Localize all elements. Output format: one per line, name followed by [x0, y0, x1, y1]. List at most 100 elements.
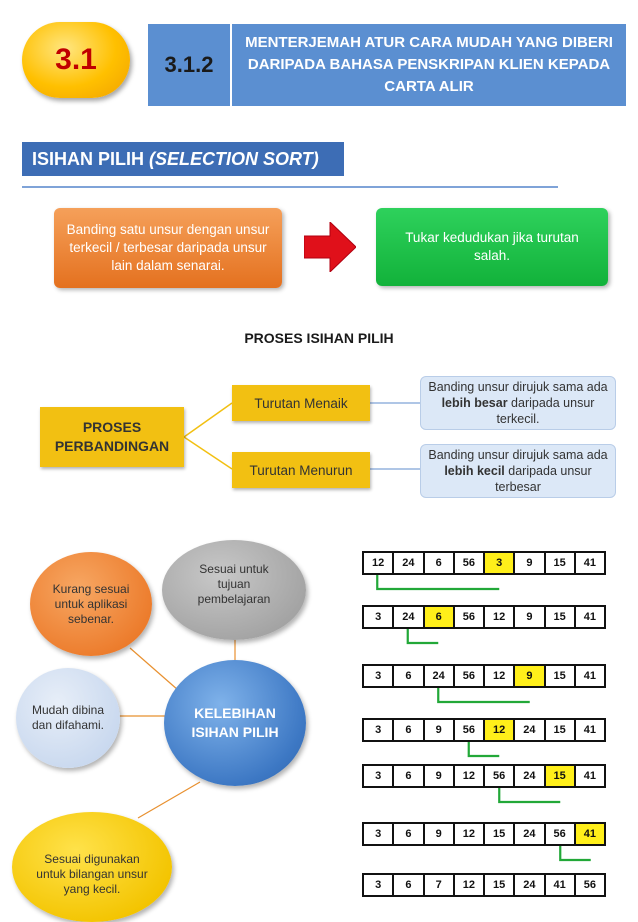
array-cell: 56	[455, 607, 485, 627]
array-cell: 12	[485, 720, 516, 740]
array-cell: 6	[424, 607, 455, 627]
section-heading-italic: (SELECTION SORT)	[149, 148, 319, 169]
array-cell: 24	[515, 766, 546, 786]
array-cell: 56	[455, 553, 485, 573]
advantage-easy-text: Mudah dibina dan difahami.	[31, 703, 105, 732]
array-cell: 12	[455, 875, 485, 895]
array-cell: 24	[515, 824, 546, 844]
array-cell: 24	[394, 607, 425, 627]
array-cell: 9	[515, 553, 546, 573]
array-cell: 6	[394, 824, 425, 844]
array-cell: 3	[364, 666, 395, 686]
page-title: MENTERJEMAH ATUR CARA MUDAH YANG DIBERI …	[232, 24, 626, 106]
process-title: PROSES ISIHAN PILIH	[244, 330, 394, 346]
array-cell: 41	[546, 875, 576, 895]
advantage-small-data-text: Sesuai digunakan untuk bilangan unsur ya…	[36, 851, 148, 896]
asc-note-text-end: daripada unsur terkecil.	[496, 396, 595, 426]
advantages-center-text: KELEBIHAN ISIHAN PILIH	[191, 705, 279, 740]
array-cell: 56	[455, 666, 485, 686]
array-cell: 41	[583, 611, 596, 623]
right-arrow-icon	[304, 222, 356, 272]
array-cell: 15	[485, 875, 516, 895]
array-cell: 15	[546, 607, 576, 627]
array-cell: 15	[485, 824, 516, 844]
array-cell: 56	[583, 879, 596, 891]
array-cell: 12	[455, 824, 485, 844]
array-cell: 3	[364, 720, 395, 740]
array-cell: 12	[485, 607, 516, 627]
ascending-order-node: Turutan Menaik	[232, 385, 370, 421]
array-cell: 9	[515, 666, 546, 686]
step-swap-box: Tukar kedudukan jika turutan salah.	[376, 208, 608, 286]
asc-note-text: Banding unsur dirujuk sama ada	[428, 380, 608, 394]
array-cell: 24	[425, 666, 455, 686]
array-cell: 6	[394, 720, 425, 740]
section-divider	[22, 186, 558, 188]
array-cell: 41	[583, 557, 596, 569]
swap-line	[467, 742, 500, 758]
advantages-center-circle: KELEBIHAN ISIHAN PILIH	[164, 660, 306, 786]
array-cell: 56	[485, 766, 516, 786]
array-cell: 3	[364, 607, 395, 627]
asc-note-bold: lebih besar	[441, 396, 508, 410]
array-cell: 24	[515, 875, 546, 895]
array-cell: 6	[394, 766, 425, 786]
section-number-badge: 3.1	[22, 22, 130, 98]
array-cell: 6	[425, 553, 455, 573]
array-cell: 9	[425, 824, 455, 844]
advantage-learning-circle: Sesuai untuk tujuan pembelajaran	[162, 540, 306, 640]
section-heading: ISIHAN PILIH (SELECTION SORT)	[22, 142, 344, 176]
array-cell: 6	[394, 875, 425, 895]
array-cell: 15	[546, 666, 576, 686]
advantage-not-suitable-text: Kurang sesuai untuk aplikasi sebenar.	[52, 581, 130, 626]
desc-note-text-end: daripada unsur terbesar	[495, 464, 592, 494]
desc-note-text: Banding unsur dirujuk sama ada	[428, 448, 608, 462]
array-cell: 41	[575, 824, 604, 844]
array-cell: 3	[364, 824, 395, 844]
advantage-not-suitable-circle: Kurang sesuai untuk aplikasi sebenar.	[30, 552, 152, 656]
array-cell: 7	[425, 875, 455, 895]
array-cell: 15	[546, 720, 576, 740]
desc-note-bold: lebih kecil	[444, 464, 505, 478]
ascending-note: Banding unsur dirujuk sama ada lebih bes…	[420, 376, 616, 430]
subsection-code: 3.1.2	[148, 24, 230, 106]
array-cell: 12	[455, 766, 485, 786]
array-cell: 12	[364, 553, 395, 573]
array-cell: 15	[545, 766, 576, 786]
section-heading-text: ISIHAN PILIH	[32, 148, 145, 169]
swap-line	[498, 788, 561, 804]
step-compare-box: Banding satu unsur dengan unsur terkecil…	[54, 208, 282, 288]
array-cell: 56	[546, 824, 576, 844]
swap-line	[376, 575, 500, 591]
descending-note: Banding unsur dirujuk sama ada lebih kec…	[420, 444, 616, 498]
array-cell: 24	[394, 553, 425, 573]
array-cell: 3	[364, 766, 395, 786]
swap-line	[437, 688, 530, 704]
array-cell: 41	[583, 670, 596, 682]
advantage-learning-text: Sesuai untuk tujuan pembelajaran	[197, 561, 271, 606]
advantage-easy-circle: Mudah dibina dan difahami.	[16, 668, 120, 768]
array-cell: 9	[425, 766, 455, 786]
descending-order-node: Turutan Menurun	[232, 452, 370, 488]
swap-line	[559, 846, 591, 862]
array-cell: 6	[394, 666, 425, 686]
array-cell: 41	[583, 724, 596, 736]
array-cell: 24	[515, 720, 546, 740]
array-cell: 3	[485, 553, 516, 573]
array-cell: 9	[425, 720, 455, 740]
array-cell: 9	[515, 607, 546, 627]
process-compare-node: PROSES PERBANDINGAN	[40, 407, 184, 467]
array-cell: 15	[546, 553, 576, 573]
swap-line	[406, 629, 439, 645]
array-cell: 56	[455, 720, 485, 740]
array-cell: 3	[364, 875, 395, 895]
array-cell: 41	[583, 770, 596, 782]
